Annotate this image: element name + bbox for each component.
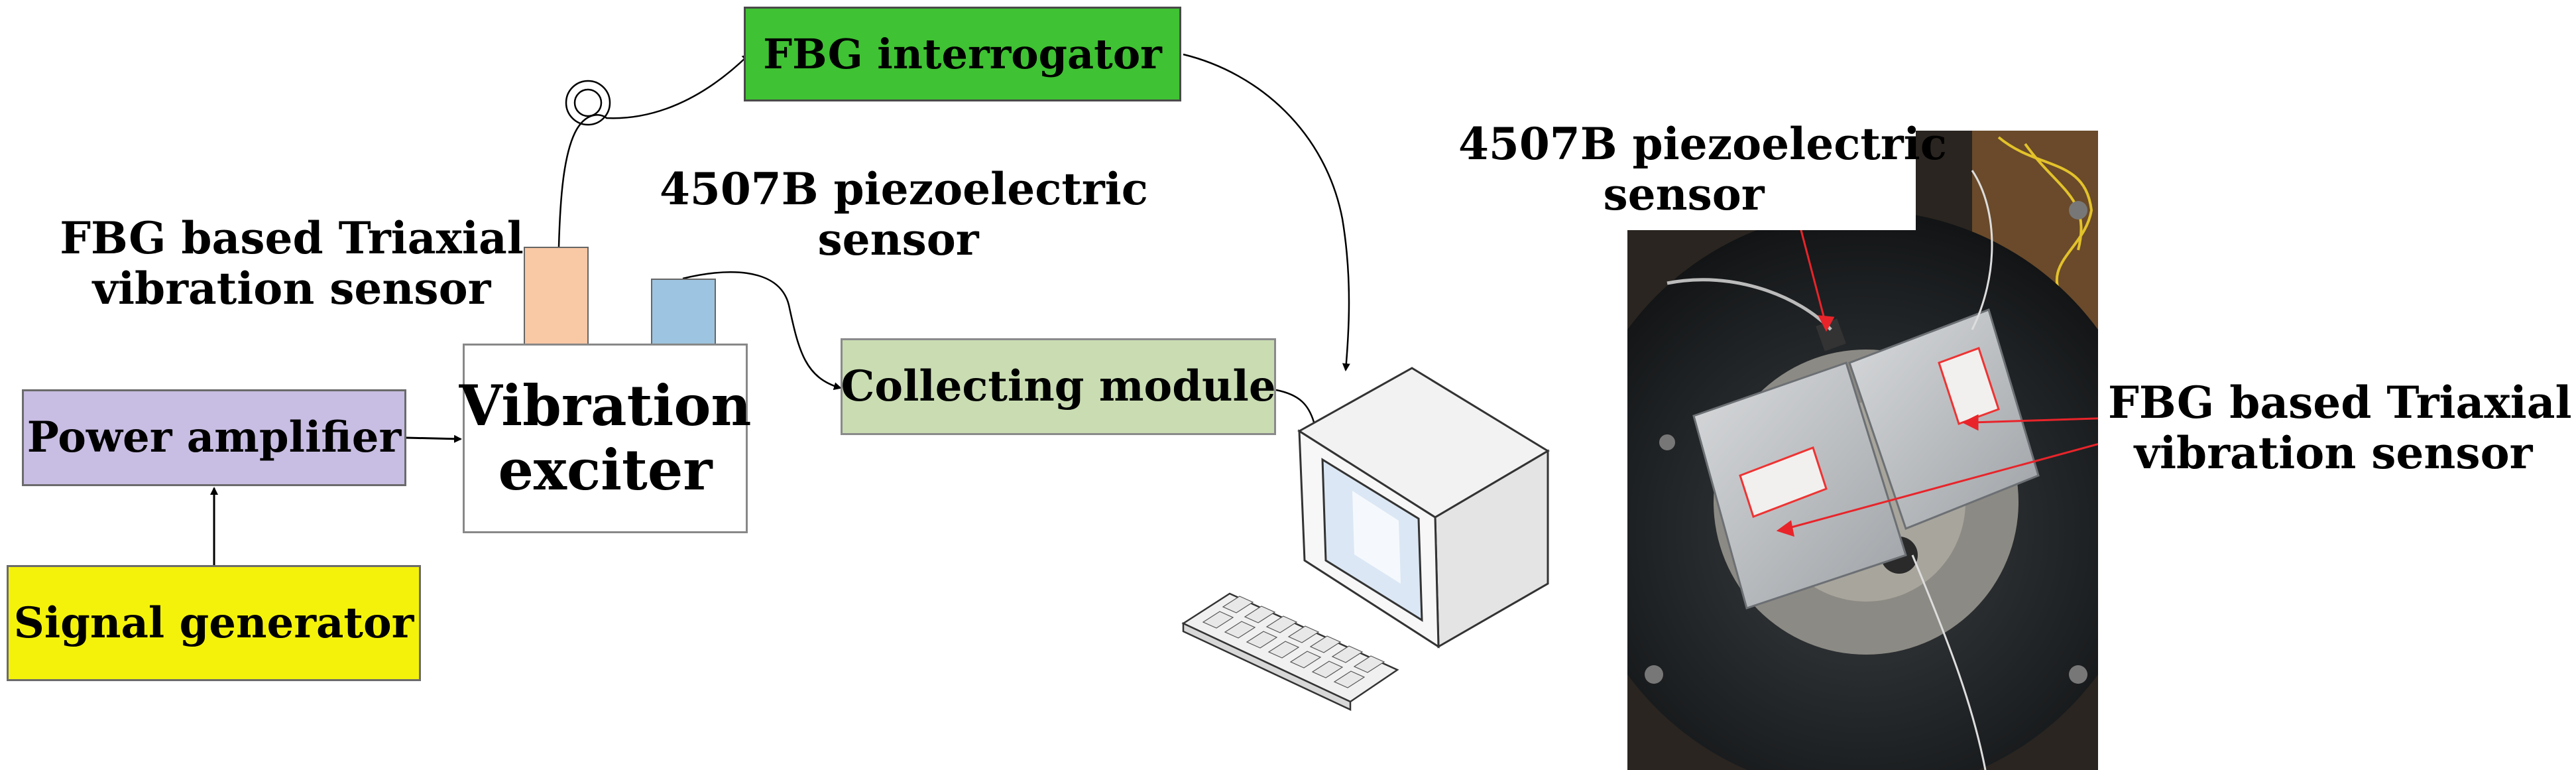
piezo-sensor-label-line1: 4507B piezoelectric xyxy=(660,163,1148,215)
arrow-amplifier-to-exciter xyxy=(405,434,462,443)
vibration-exciter-block: Vibration exciter xyxy=(459,344,751,533)
photo-svg xyxy=(1627,131,2098,770)
left-fbg-label xyxy=(1739,446,1828,518)
piezo-sensor-photo xyxy=(1816,318,1846,352)
photo-label-backdrop xyxy=(1627,131,1916,230)
piezo-cable-photo xyxy=(1667,278,1832,331)
collecting-module-block: Collecting module xyxy=(841,338,1276,435)
fiber-coil-outer xyxy=(565,80,611,126)
keyboard-keys xyxy=(1202,596,1385,688)
fbg-interrogator-label: FBG interrogator xyxy=(763,29,1162,78)
signal-generator-block: Signal generator xyxy=(7,565,421,681)
vibration-exciter-label: Vibration exciter xyxy=(459,373,752,503)
photo-piezo-label-line2: sensor xyxy=(1603,168,1765,220)
computer-icon xyxy=(1297,367,1550,649)
fbg-sensor-label-line1: FBG based Triaxial xyxy=(60,212,524,264)
fbg-sensor-label-line2: vibration sensor xyxy=(92,262,491,314)
piezo-sensor-block xyxy=(651,279,716,345)
photo-fbg-label: FBG based Triaxial vibration sensor xyxy=(2108,377,2572,479)
fiber-line xyxy=(557,53,750,247)
piezo-cable xyxy=(682,271,842,391)
fiber-coil-inner xyxy=(573,88,603,117)
photo-piezo-label: 4507B piezoelectric sensor xyxy=(1458,118,1947,220)
photo-piezo-label-line1: 4507B piezoelectric xyxy=(1458,118,1947,170)
interrogator-to-computer xyxy=(1183,53,1350,371)
test-setup-photo xyxy=(1627,131,2098,770)
right-fbg-label xyxy=(1938,347,2000,425)
fbg-interrogator-block: FBG interrogator xyxy=(744,7,1181,101)
power-amplifier-block: Power amplifier xyxy=(22,389,406,486)
photo-fbg-label-line1: FBG based Triaxial xyxy=(2108,377,2572,428)
collecting-module-label: Collecting module xyxy=(841,361,1276,412)
piezo-sensor-label-line2: sensor xyxy=(817,213,979,265)
fbg-sensor-label: FBG based Triaxial vibration sensor xyxy=(40,212,544,314)
fbg-sensor-block xyxy=(524,247,589,345)
signal-generator-label: Signal generator xyxy=(13,598,414,648)
piezo-sensor-label: 4507B piezoelectric sensor xyxy=(660,163,1148,265)
photo-fbg-label-line2: vibration sensor xyxy=(2134,426,2533,479)
power-amplifier-label: Power amplifier xyxy=(27,413,402,463)
yellow-fiber-cables xyxy=(1997,136,2093,304)
fiber-cable-photo xyxy=(1911,170,1993,770)
